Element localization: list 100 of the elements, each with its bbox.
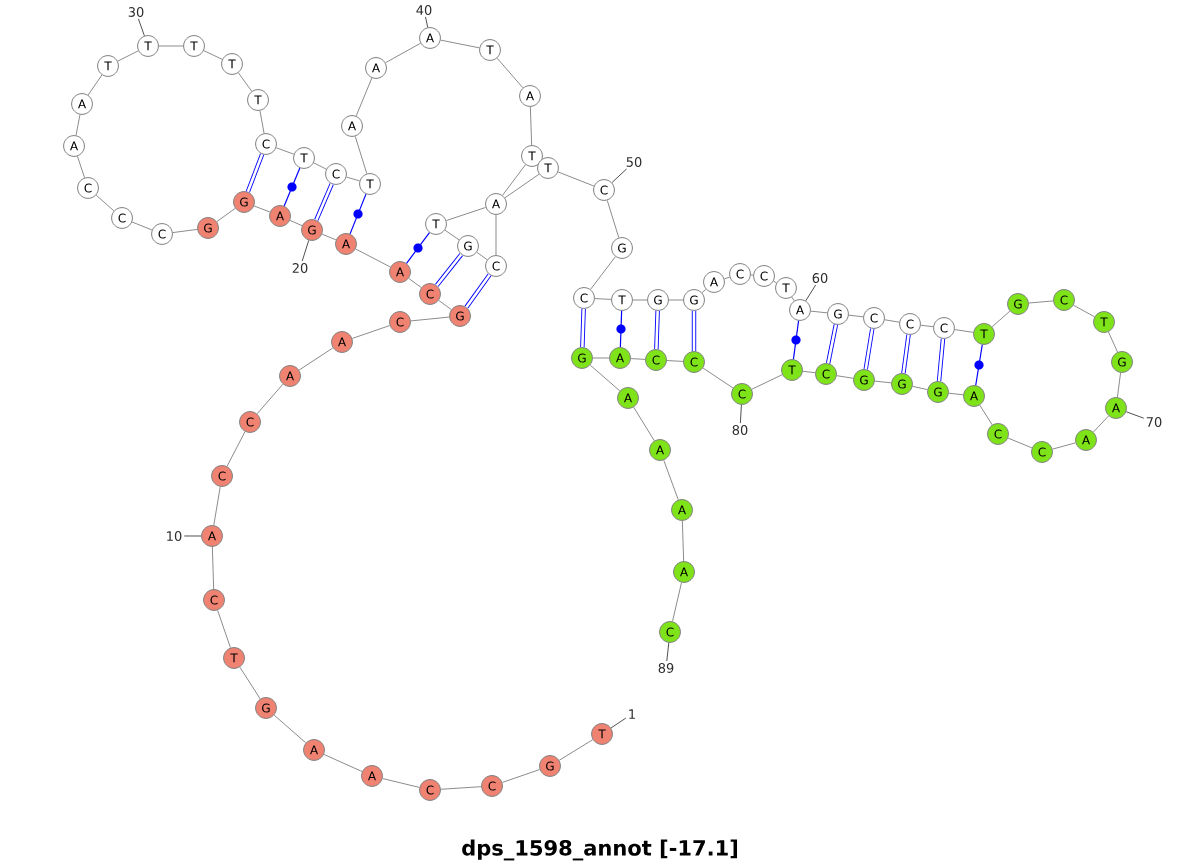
- backbone-line: [445, 206, 487, 222]
- backbone-line: [502, 164, 526, 196]
- backbone-line: [1007, 437, 1033, 449]
- backbone-line: [382, 778, 420, 788]
- backbone-line: [558, 739, 594, 761]
- base-pair-line: [691, 310, 697, 352]
- leader-line: [1125, 411, 1145, 419]
- base-pair-line: [901, 334, 911, 374]
- backbone-line: [345, 176, 361, 182]
- backbone-line: [723, 276, 731, 280]
- backbone-line: [158, 45, 184, 47]
- backbone-line: [298, 347, 334, 371]
- backbone-line: [117, 50, 139, 62]
- backbone-line: [313, 162, 327, 170]
- backbone-line: [273, 714, 307, 744]
- backbone-line: [504, 173, 540, 199]
- backbone-line: [663, 459, 679, 501]
- backbone-line: [920, 324, 934, 328]
- backbone-line: [323, 753, 363, 772]
- backbone-line: [594, 298, 612, 300]
- backbone-line: [1028, 300, 1054, 304]
- backbone-line: [410, 316, 450, 322]
- backbone-line: [95, 194, 115, 212]
- base-pair-line: [405, 232, 431, 264]
- backbone-line: [355, 77, 373, 117]
- backbone-line: [385, 42, 421, 64]
- backbone-line: [848, 314, 864, 318]
- backbone-line: [275, 147, 295, 155]
- backbone-line: [239, 666, 261, 700]
- backbone-line: [884, 319, 900, 323]
- backbone-line: [751, 374, 783, 390]
- leader-line: [137, 18, 145, 37]
- backbone-line: [408, 277, 422, 289]
- leader-line: [611, 168, 628, 184]
- backbone-line: [216, 207, 236, 223]
- backbone-line: [633, 406, 655, 442]
- backbone-line: [791, 296, 795, 302]
- backbone-line: [606, 199, 620, 239]
- backbone-line: [321, 233, 337, 241]
- backbone-line: [810, 310, 828, 314]
- backbone-line: [590, 256, 616, 290]
- base-pair-line: [616, 310, 626, 348]
- backbone-line: [954, 329, 974, 333]
- backbone-line: [226, 431, 246, 467]
- backbone-line: [1092, 415, 1110, 433]
- backbone-line: [836, 375, 854, 379]
- backbone-line: [237, 72, 253, 92]
- backbone-line: [979, 404, 993, 426]
- base-pair-line: [283, 167, 301, 207]
- backbone-line: [211, 546, 215, 590]
- backbone-line: [76, 155, 86, 179]
- backbone-line: [874, 380, 892, 384]
- backbone-line: [351, 325, 391, 339]
- base-pair-line: [974, 344, 984, 386]
- base-pair-line: [936, 338, 946, 382]
- backbone-line: [256, 383, 284, 415]
- backbone-line: [172, 228, 198, 234]
- backbone-line: [668, 299, 684, 301]
- backbone-line: [991, 310, 1011, 328]
- backbone-line: [87, 74, 103, 96]
- backbone-line: [75, 114, 81, 136]
- backbone-line: [440, 39, 480, 49]
- backbone-line: [912, 385, 928, 391]
- backbone-line: [131, 221, 153, 231]
- backbone-line: [1116, 372, 1122, 398]
- backbone-line: [501, 769, 541, 783]
- leader-line: [610, 717, 627, 729]
- backbone-line: [666, 360, 684, 362]
- backbone-line: [476, 251, 488, 261]
- backbone-line: [589, 364, 621, 392]
- base-pair-line: [314, 183, 334, 221]
- leader-line: [666, 642, 670, 662]
- backbone-line: [802, 370, 816, 374]
- backbone-line: [1052, 442, 1076, 450]
- backbone-line: [630, 358, 646, 360]
- base-pair-line: [826, 324, 838, 364]
- backbone-line: [217, 609, 231, 649]
- backbone-line: [440, 786, 482, 790]
- base-pair-line: [863, 328, 875, 370]
- backbone-line: [632, 299, 648, 301]
- backbone-line: [213, 486, 221, 526]
- backbone-line: [203, 50, 223, 60]
- base-pair-line: [245, 153, 265, 193]
- backbone-line: [289, 219, 303, 227]
- base-pair-line: [580, 308, 586, 348]
- leader-line: [805, 284, 817, 302]
- leader-line: [739, 404, 742, 424]
- backbone-line: [681, 520, 685, 562]
- base-pair-line: [464, 273, 492, 309]
- backbone-line: [496, 57, 524, 89]
- leader-line: [301, 239, 310, 262]
- backbone-line: [495, 214, 497, 256]
- backbone-line: [948, 392, 964, 396]
- backbone-line: [438, 299, 452, 311]
- leader-line: [183, 535, 202, 537]
- backbone-line: [557, 171, 595, 187]
- base-pair-line: [349, 193, 367, 235]
- backbone-line: [444, 229, 460, 241]
- caption-text: dps_1598_annot [-17.1]: [462, 839, 737, 861]
- base-pair-line: [435, 253, 463, 287]
